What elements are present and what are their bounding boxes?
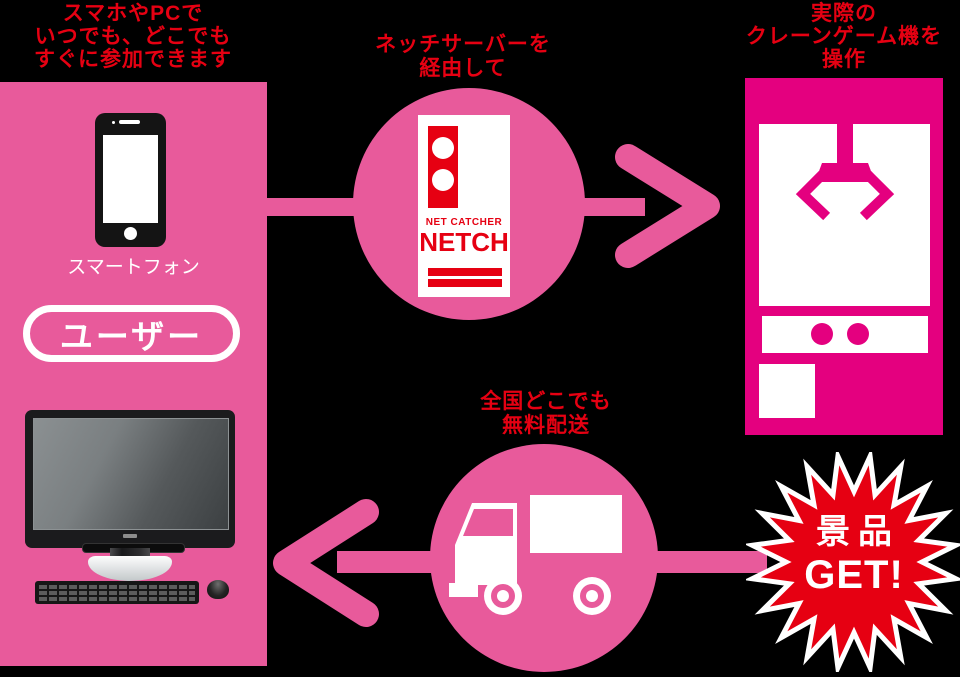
phone-speaker: [119, 120, 140, 124]
brand-small-text: NET CATCHER: [425, 217, 503, 228]
server-circle: NET CATCHER NETCH: [353, 88, 585, 320]
machine-prize-door: [759, 364, 815, 418]
get-line: GET!: [804, 553, 904, 597]
caption-operate-machine: 実際の クレーンゲーム機を 操作: [745, 2, 943, 71]
crane-machine-panel: [745, 78, 943, 435]
caption-free-delivery: 全国どこでも 無料配送: [480, 390, 612, 437]
brand-bar: [428, 268, 502, 276]
claw-icon: [795, 124, 895, 221]
machine-button: [811, 323, 833, 345]
smartphone-icon: [95, 113, 166, 247]
brand-bar: [428, 279, 502, 287]
user-role-label: ユーザー: [59, 317, 204, 355]
prize-burst: 景品 GET!: [743, 447, 960, 677]
traffic-light-dot: [432, 169, 454, 191]
delivery-circle: [430, 444, 658, 672]
mouse-icon: [207, 580, 229, 599]
keyboard-icon: [35, 581, 199, 604]
machine-window: [759, 124, 930, 306]
prize-line: 景品: [816, 513, 900, 551]
monitor-stand-base: [88, 556, 172, 581]
prize-get-text: 景品 GET!: [746, 512, 960, 598]
netch-server-icon: NET CATCHER NETCH: [418, 115, 510, 297]
machine-button: [847, 323, 869, 345]
caption-user-access: スマホやPCで いつでも、どこでも すぐに参加できます: [34, 2, 232, 71]
truck-icon: [449, 495, 622, 615]
monitor-logo: [123, 534, 137, 538]
machine-control-strip: [762, 316, 928, 353]
smartphone-label: スマートフォン: [67, 257, 200, 278]
user-panel: スマートフォン ユーザー: [0, 82, 267, 666]
caption-via-server: ネッチサーバーを 経由して: [375, 33, 551, 80]
desktop-pc-icon: [0, 404, 267, 666]
phone-home-button: [124, 227, 137, 240]
user-role-badge: ユーザー: [23, 305, 240, 362]
phone-screen: [103, 135, 158, 223]
brand-large-text: NETCH: [419, 227, 509, 257]
monitor: [25, 410, 235, 553]
prize-burst-shape: [743, 447, 960, 677]
traffic-light-icon: [428, 126, 458, 208]
phone-camera-dot: [112, 120, 115, 124]
traffic-light-dot: [432, 137, 454, 159]
monitor-screen: [33, 418, 229, 530]
